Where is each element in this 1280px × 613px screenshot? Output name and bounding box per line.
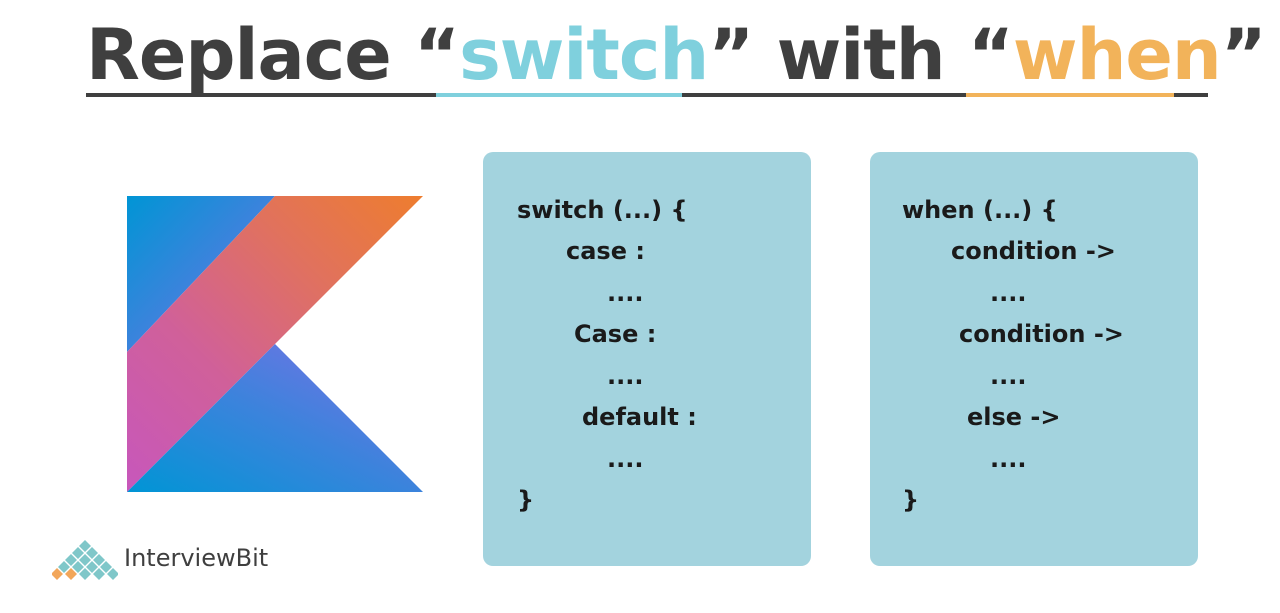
code-line: .... xyxy=(990,362,1027,390)
code-line: switch (...) { xyxy=(517,196,688,224)
title-part-2: ” with “ xyxy=(708,14,1014,96)
kotlin-logo-icon xyxy=(127,196,423,492)
code-line: .... xyxy=(990,445,1027,473)
code-line: .... xyxy=(990,279,1027,307)
title-underline-when xyxy=(966,93,1174,97)
code-line: Case : xyxy=(574,320,657,348)
code-line: condition -> xyxy=(959,320,1124,348)
title-highlight-switch: switch xyxy=(459,14,709,96)
interviewbit-logo-icon xyxy=(51,540,119,580)
when-code-card: when (...) { condition -> .... condition… xyxy=(870,152,1198,566)
code-line: when (...) { xyxy=(902,196,1058,224)
code-line: } xyxy=(902,486,920,514)
kotlin-logo-svg xyxy=(127,196,423,492)
title-part-1: Replace “ xyxy=(86,14,460,96)
code-line: condition -> xyxy=(951,237,1116,265)
code-line: .... xyxy=(607,362,644,390)
title-underline-switch xyxy=(436,93,682,97)
code-line: else -> xyxy=(967,403,1061,431)
code-line: case : xyxy=(566,237,645,265)
interviewbit-wordmark: InterviewBit xyxy=(124,544,269,572)
code-line: default : xyxy=(582,403,697,431)
switch-code-card: switch (...) { case : .... Case : .... d… xyxy=(483,152,811,566)
code-line: .... xyxy=(607,279,644,307)
title-highlight-when: when xyxy=(1012,14,1222,96)
interviewbit-brand: InterviewBit xyxy=(51,540,292,580)
page-title: Replace “switch” with “when” xyxy=(86,14,1267,96)
kotlin-logo-bottom-triangle xyxy=(127,344,423,492)
code-line: } xyxy=(517,486,535,514)
code-line: .... xyxy=(607,445,644,473)
title-part-3: ” xyxy=(1220,14,1267,96)
